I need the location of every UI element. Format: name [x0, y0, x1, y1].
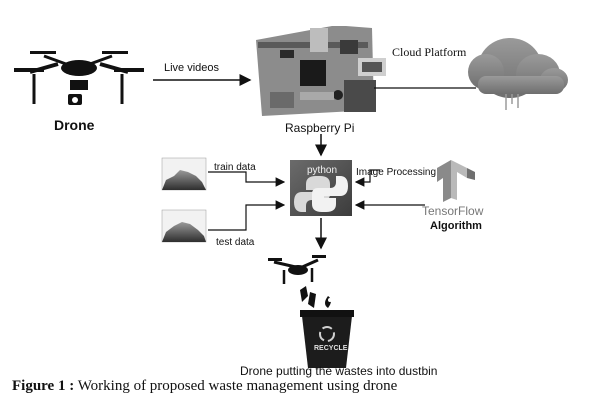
live-videos-label: Live videos [164, 62, 220, 74]
cloud-icon [468, 38, 568, 110]
recycle-bin-icon [300, 310, 354, 368]
python-label: python [307, 165, 338, 176]
algorithm-label: Algorithm [430, 220, 482, 232]
tensorflow-logo-icon [437, 160, 475, 202]
image-processing-label: Image Processing [356, 167, 437, 178]
caption-prefix: Figure 1 : [12, 378, 75, 394]
raspberry-pi-label: Raspberry Pi [285, 121, 355, 135]
drone-label: Drone [54, 117, 95, 133]
python-box [290, 160, 352, 216]
caption-text: Working of proposed waste management usi… [74, 378, 398, 394]
figure-caption: Figure 1 : Working of proposed waste man… [12, 378, 397, 395]
test-data-image [161, 209, 207, 243]
train-data-label: train data [214, 162, 256, 173]
raspberry-pi-board-icon [256, 26, 386, 116]
train-data-image [161, 157, 207, 191]
test-data-arrow [208, 200, 286, 231]
result-label: Drone putting the wastes into dustbin [240, 364, 438, 378]
tensorflow-label: TensorFlow [422, 204, 484, 218]
test-data-label: test data [216, 237, 255, 248]
falling-waste-icon [300, 286, 332, 308]
cloud-platform-label: Cloud Platform [392, 45, 467, 59]
recycle-label: RECYCLE [314, 345, 348, 352]
small-drone-icon [268, 255, 326, 284]
train-data-arrow [208, 171, 286, 187]
drone-icon [14, 51, 144, 105]
image-processing-arrow [354, 169, 380, 187]
